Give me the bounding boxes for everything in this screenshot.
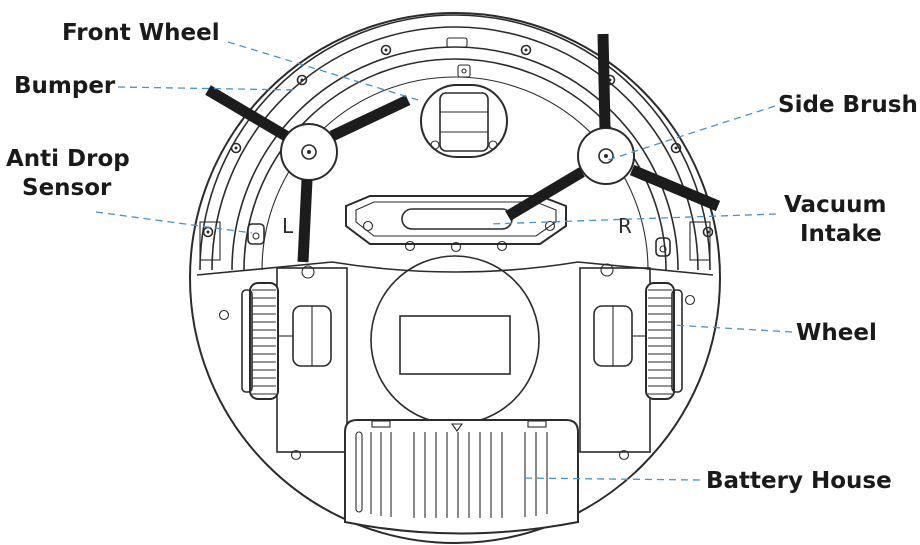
left-marking: L (282, 214, 294, 238)
front-wheel (420, 64, 508, 158)
label-side-brush: Side Brush (778, 92, 918, 118)
label-bumper: Bumper (14, 73, 116, 99)
label-anti-drop-line2: Sensor (22, 175, 112, 201)
label-anti-drop-line1: Anti Drop (6, 146, 130, 172)
left-wheel (241, 265, 348, 453)
anti-drop-sensor-left (247, 223, 265, 245)
leader-lines (95, 41, 793, 481)
chassis-screws (218, 294, 696, 461)
left-side-brush (205, 85, 411, 263)
battery-house (344, 419, 579, 535)
label-vacuum-line1: Vacuum (784, 192, 886, 218)
right-side-brush (505, 33, 721, 221)
right-marking: R (618, 214, 632, 238)
anti-drop-sensor-right (655, 237, 671, 257)
label-wheel: Wheel (796, 320, 877, 346)
label-battery-house: Battery House (706, 468, 892, 494)
right-wheel (579, 263, 683, 453)
chassis-plate (196, 261, 714, 276)
label-vacuum-line2: Intake (800, 221, 882, 247)
label-front-wheel: Front Wheel (62, 20, 220, 46)
